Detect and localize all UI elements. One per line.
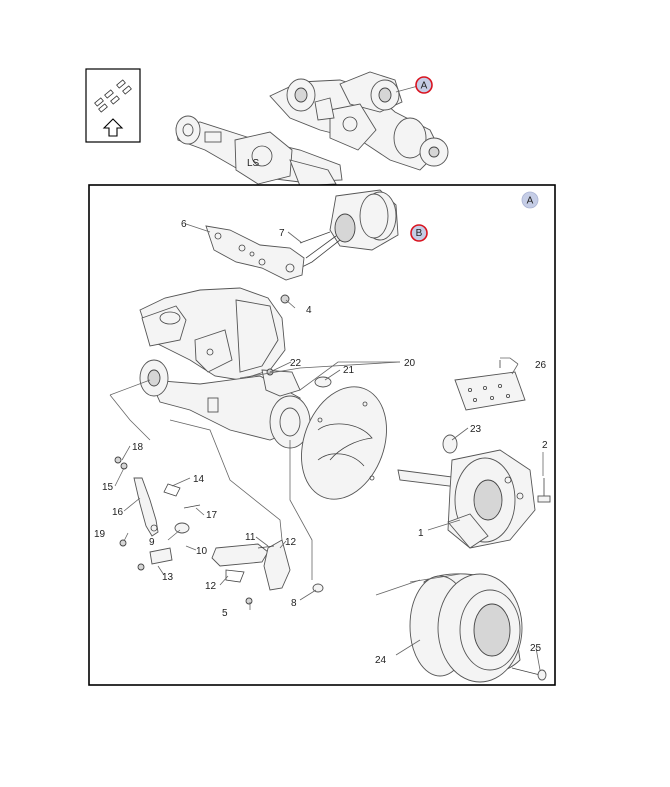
vehicle-layout-icon bbox=[94, 79, 132, 113]
callout-16: 16 bbox=[112, 507, 124, 518]
callout-9: 9 bbox=[149, 537, 155, 548]
detail-marker-a: A bbox=[521, 191, 539, 209]
slack-adjuster-linkage bbox=[114, 456, 324, 605]
orientation-thumbnail bbox=[85, 68, 141, 143]
callout-14: 14 bbox=[193, 474, 205, 485]
callout-6: 6 bbox=[181, 219, 187, 230]
detail-marker-letter: A bbox=[527, 196, 534, 207]
callout-4: 4 bbox=[306, 305, 312, 316]
callout-12-lower: 12 bbox=[205, 581, 217, 592]
callout-12-upper: 12 bbox=[285, 537, 297, 548]
callout-17: 17 bbox=[206, 510, 218, 521]
axle-housing bbox=[139, 287, 311, 449]
overview-label-ls: LS bbox=[247, 158, 260, 169]
callout-23: 23 bbox=[470, 424, 482, 435]
callout-labels: 6 7 4 22 21 20 26 23 2 1 24 25 18 14 15 … bbox=[94, 219, 548, 666]
callout-15: 15 bbox=[102, 482, 114, 493]
callout-19: 19 bbox=[94, 529, 106, 540]
callout-7: 7 bbox=[279, 228, 285, 239]
brake-chamber bbox=[299, 189, 399, 269]
highlighted-marker-b[interactable]: B bbox=[410, 224, 428, 242]
bolt-17 bbox=[183, 504, 201, 509]
brake-assembly bbox=[397, 449, 536, 549]
brake-lining-26 bbox=[454, 371, 526, 411]
bolt-7 bbox=[299, 231, 331, 244]
tandem-axle-overview: LS bbox=[175, 71, 449, 187]
chamber-bracket bbox=[205, 225, 305, 281]
bushing-23 bbox=[442, 434, 458, 454]
callout-26: 26 bbox=[535, 360, 547, 371]
up-arrow-icon bbox=[102, 118, 124, 137]
brake-drum bbox=[409, 573, 523, 683]
callout-18: 18 bbox=[132, 442, 144, 453]
callout-21: 21 bbox=[343, 365, 355, 376]
callout-5: 5 bbox=[222, 608, 228, 619]
callout-2: 2 bbox=[542, 440, 548, 451]
overview-marker-a[interactable]: A bbox=[415, 76, 433, 94]
callout-25: 25 bbox=[530, 643, 542, 654]
highlighted-marker-letter: B bbox=[416, 228, 423, 239]
dust-shield bbox=[301, 386, 387, 500]
bolt-11 bbox=[257, 545, 275, 549]
callout-22: 22 bbox=[290, 358, 302, 369]
callout-20: 20 bbox=[404, 358, 416, 369]
callout-24: 24 bbox=[375, 655, 387, 666]
callout-8: 8 bbox=[291, 598, 297, 609]
callout-11: 11 bbox=[245, 532, 256, 543]
callout-10: 10 bbox=[196, 546, 208, 557]
leader-lines bbox=[109, 223, 544, 671]
callout-13: 13 bbox=[162, 572, 174, 583]
overview-marker-letter: A bbox=[421, 81, 428, 92]
callout-1: 1 bbox=[418, 528, 424, 539]
washer-21 bbox=[314, 376, 332, 388]
